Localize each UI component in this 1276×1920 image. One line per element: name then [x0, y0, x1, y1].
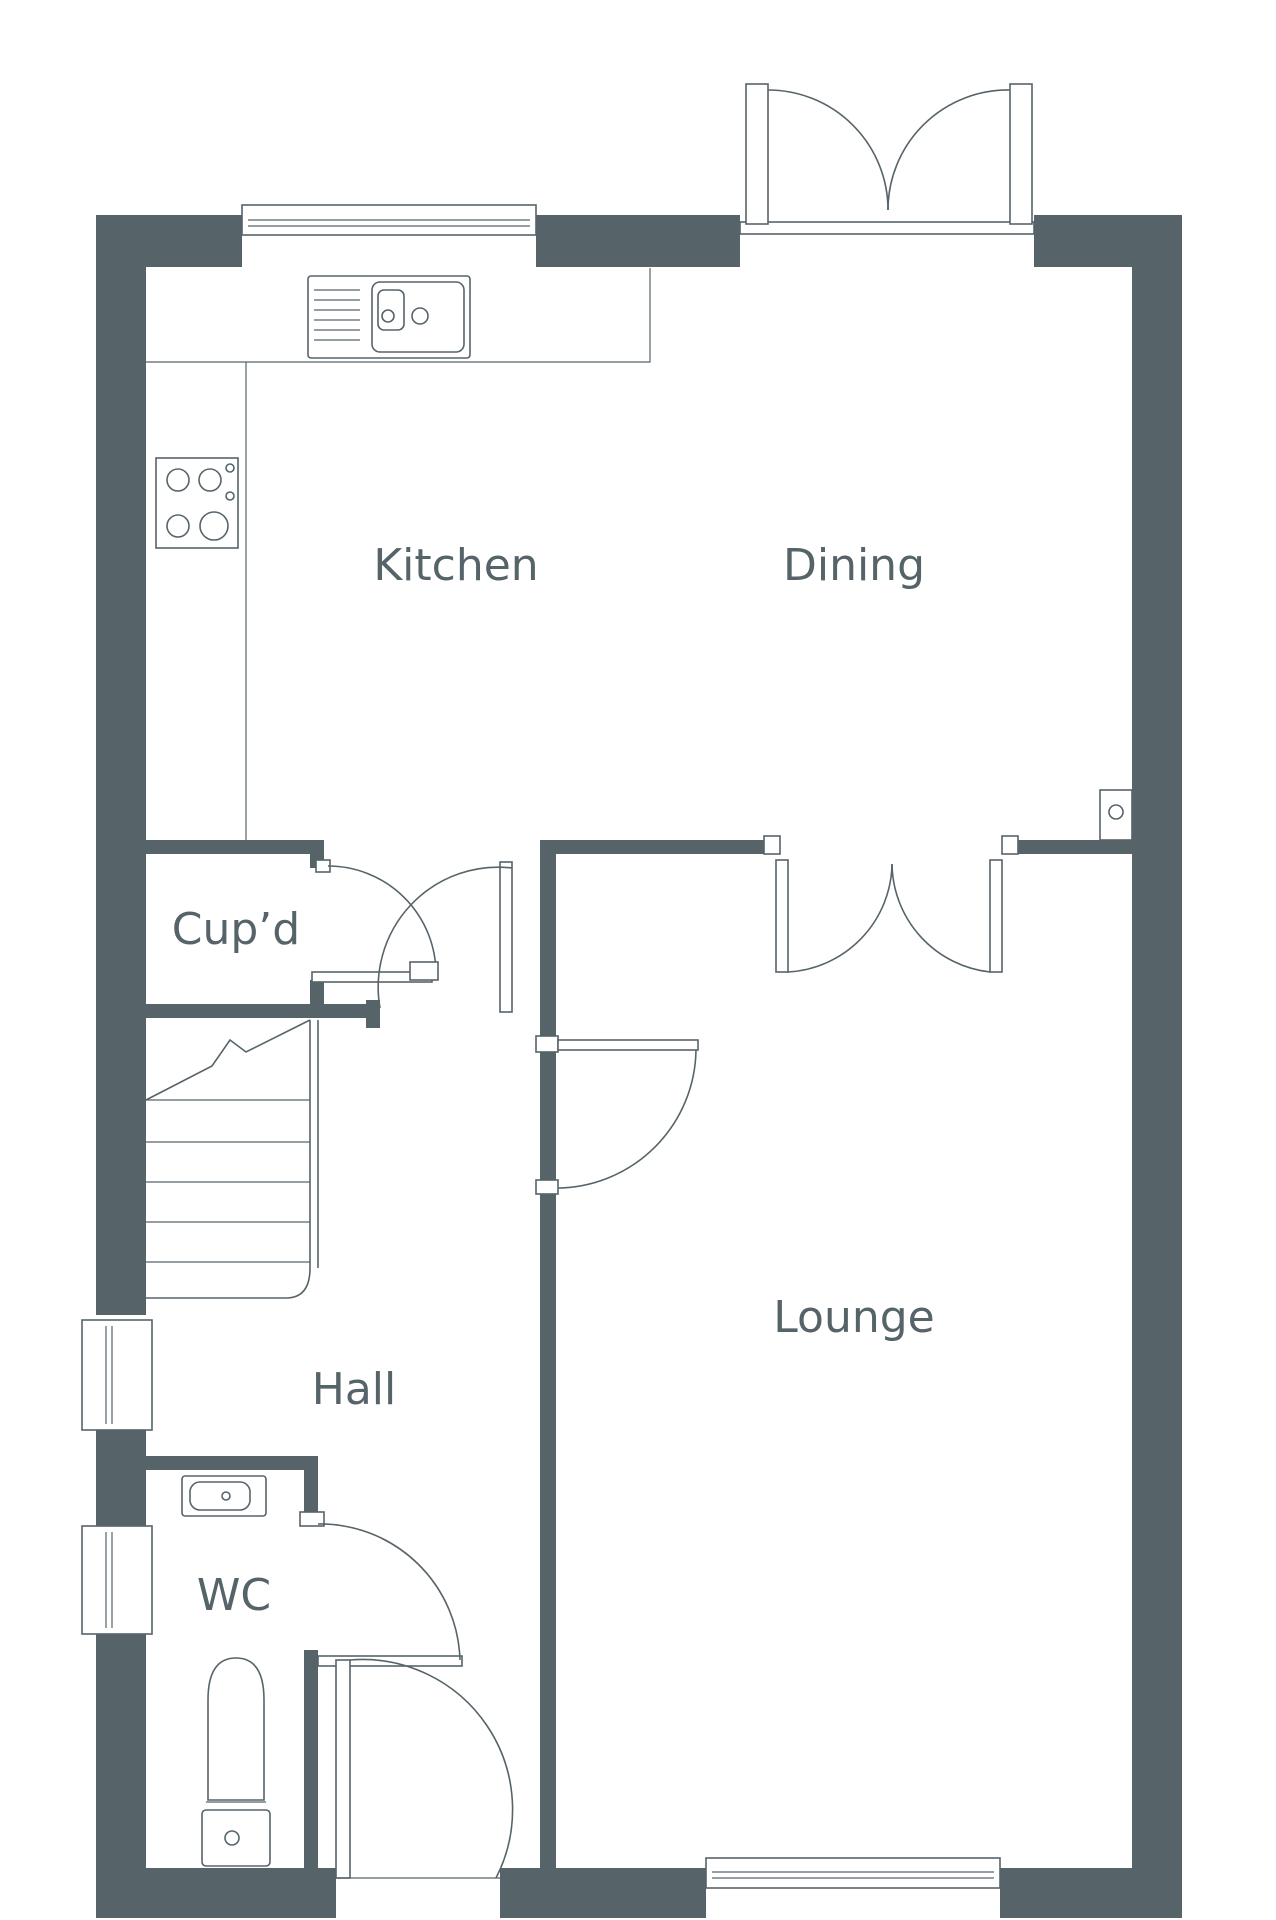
hob-icon [155, 457, 239, 549]
doors [299, 835, 1019, 1879]
external-walls [96, 215, 1182, 1918]
french-doors-dining [739, 83, 1035, 235]
room-label-cupboard: Cup’d [172, 904, 300, 955]
room-labels: Kitchen Dining Cup’d Hall Lounge WC [172, 540, 935, 1621]
basin-icon [181, 1475, 267, 1517]
room-label-lounge: Lounge [773, 1292, 934, 1343]
room-label-dining: Dining [783, 540, 925, 591]
room-label-kitchen: Kitchen [373, 540, 538, 591]
boiler-icon [1099, 789, 1133, 841]
kitchen-worktop [146, 268, 651, 840]
stairs-icon [145, 1019, 319, 1299]
windows [81, 204, 1001, 1889]
room-label-wc: WC [197, 1570, 271, 1621]
internal-walls [146, 840, 1140, 1878]
room-label-hall: Hall [312, 1364, 397, 1415]
toilet-icon [201, 1657, 271, 1867]
sink-icon [307, 275, 471, 359]
